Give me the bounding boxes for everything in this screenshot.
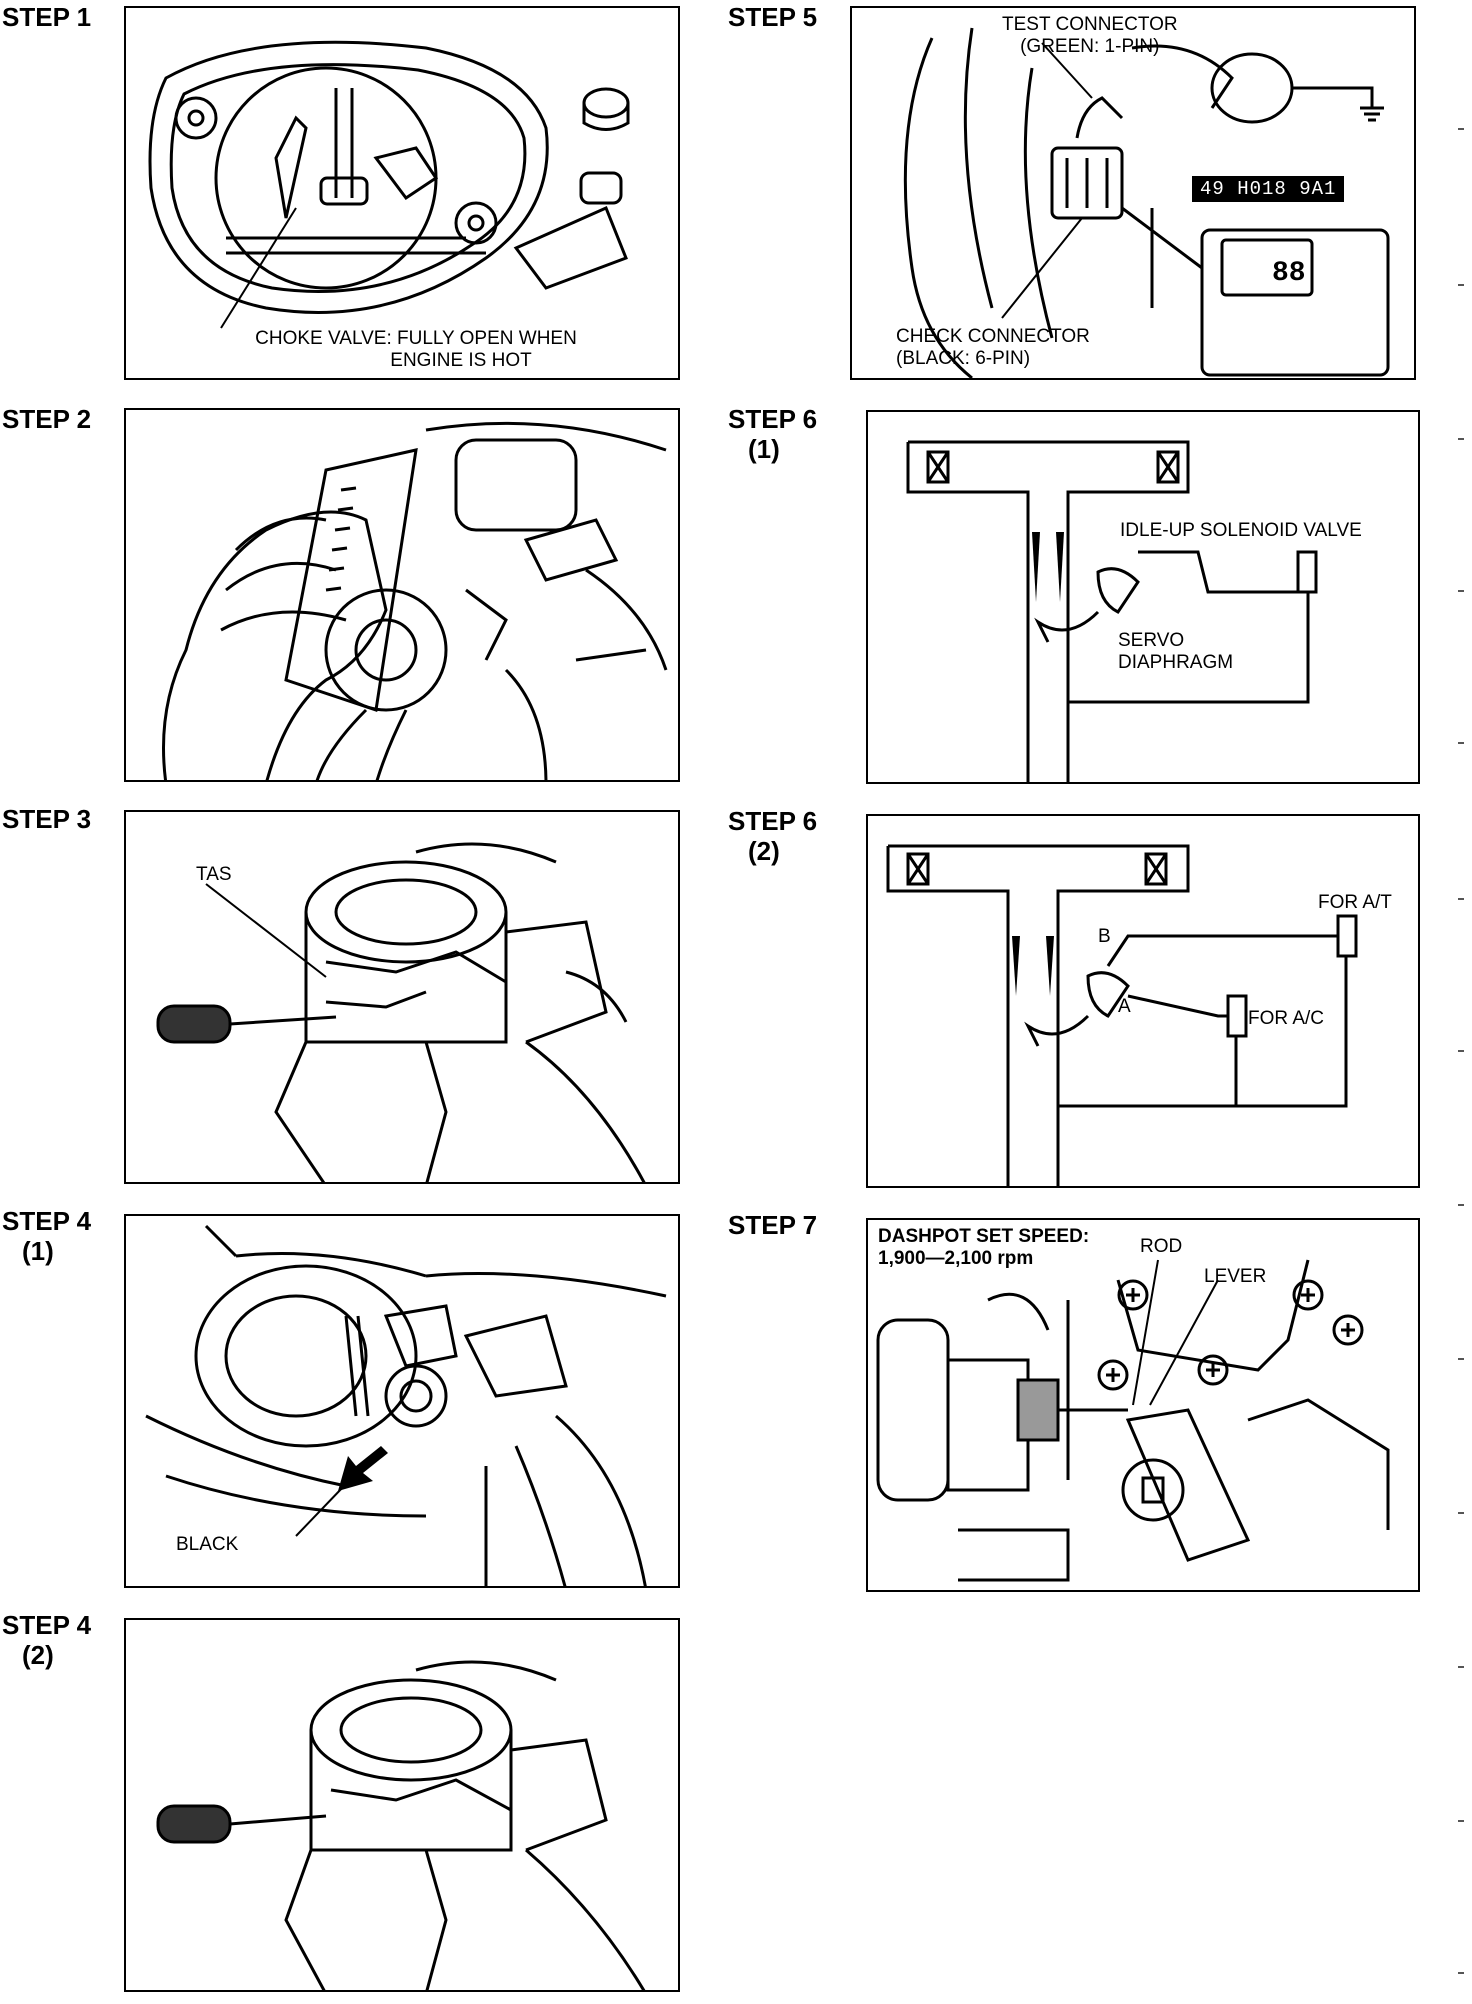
rod-label: ROD	[1140, 1236, 1183, 1257]
dashpot-set-speed-label: DASHPOT SET SPEED: 1,900—2,100 rpm	[878, 1226, 1090, 1269]
step-7-illustration: DASHPOT SET SPEED: 1,900—2,100 rpm ROD L…	[866, 1218, 1420, 1592]
port-b-label: B	[1098, 926, 1111, 947]
margin-tick	[1458, 128, 1464, 130]
margin-tick	[1458, 1820, 1464, 1822]
margin-tick	[1458, 898, 1464, 900]
tas-label: TAS	[196, 864, 232, 885]
margin-tick	[1458, 590, 1464, 592]
black-label: BLACK	[176, 1534, 239, 1555]
step-3-illustration: TAS	[124, 810, 680, 1184]
step-6-2-heading: STEP 6(2)	[728, 806, 818, 866]
margin-tick	[1458, 1666, 1464, 1668]
margin-tick	[1458, 1050, 1464, 1052]
idle-up-ac-at-diagram	[886, 844, 1358, 1186]
svg-text:88: 88	[1272, 258, 1306, 289]
test-connector-label: TEST CONNECTOR (GREEN: 1-PIN)	[1002, 14, 1178, 57]
carburetor-tas-drawing	[156, 842, 646, 1182]
port-a-label: A	[1118, 996, 1131, 1017]
tool-code-badge: 49 H018 9A1	[1192, 176, 1345, 202]
margin-tick	[1458, 284, 1464, 286]
step-6-1-heading: STEP 6(1)	[728, 404, 818, 464]
step-4-2-heading: STEP 4(2)	[2, 1610, 92, 1670]
margin-tick	[1458, 1204, 1464, 1206]
choke-valve-drawing	[148, 40, 630, 329]
margin-tick	[1458, 742, 1464, 744]
step-7-heading: STEP 7	[728, 1210, 818, 1240]
margin-tick	[1458, 1358, 1464, 1360]
idle-up-diagram	[906, 440, 1318, 782]
step-1-illustration: CHOKE VALVE: FULLY OPEN WHEN ENGINE IS H…	[124, 6, 680, 380]
step-2-heading: STEP 2	[2, 404, 92, 434]
step-6-1-illustration: IDLE-UP SOLENOID VALVE SERVO DIAPHRAGM	[866, 410, 1420, 784]
choke-valve-label: CHOKE VALVE: FULLY OPEN WHEN ENGINE IS H…	[255, 328, 577, 371]
step-4-1-illustration: BLACK	[124, 1214, 680, 1588]
for-ac-label: FOR A/C	[1248, 1008, 1325, 1029]
step-5-heading: STEP 5	[728, 2, 818, 32]
dashpot-drawing	[876, 1259, 1390, 1582]
idle-up-solenoid-label: IDLE-UP SOLENOID VALVE	[1120, 520, 1362, 541]
servo-diaphragm-label: SERVO DIAPHRAGM	[1118, 630, 1234, 673]
margin-tick	[1458, 1972, 1464, 1974]
check-connector-label: CHECK CONNECTOR (BLACK: 6-PIN)	[896, 326, 1090, 369]
lever-label: LEVER	[1204, 1266, 1267, 1287]
black-hose-drawing	[145, 1224, 667, 1586]
hand-measuring-drawing	[162, 421, 668, 780]
self-diagnosis-checker-drawing: 88	[903, 27, 1390, 378]
step-6-2-illustration: FOR A/T FOR A/C B A	[866, 814, 1420, 1188]
step-4-2-illustration	[124, 1618, 680, 1992]
for-at-label: FOR A/T	[1318, 892, 1392, 913]
margin-tick	[1458, 1512, 1464, 1514]
step-3-heading: STEP 3	[2, 804, 92, 834]
step-1-heading: STEP 1	[2, 2, 92, 32]
step-4-1-heading: STEP 4(1)	[2, 1206, 92, 1266]
step-5-illustration: 88 TEST CONNECTOR (GREEN: 1-PIN) 49 H018…	[850, 6, 1416, 380]
margin-tick	[1458, 438, 1464, 440]
step-2-illustration	[124, 408, 680, 782]
carburetor-adjust-drawing	[156, 1660, 646, 1990]
